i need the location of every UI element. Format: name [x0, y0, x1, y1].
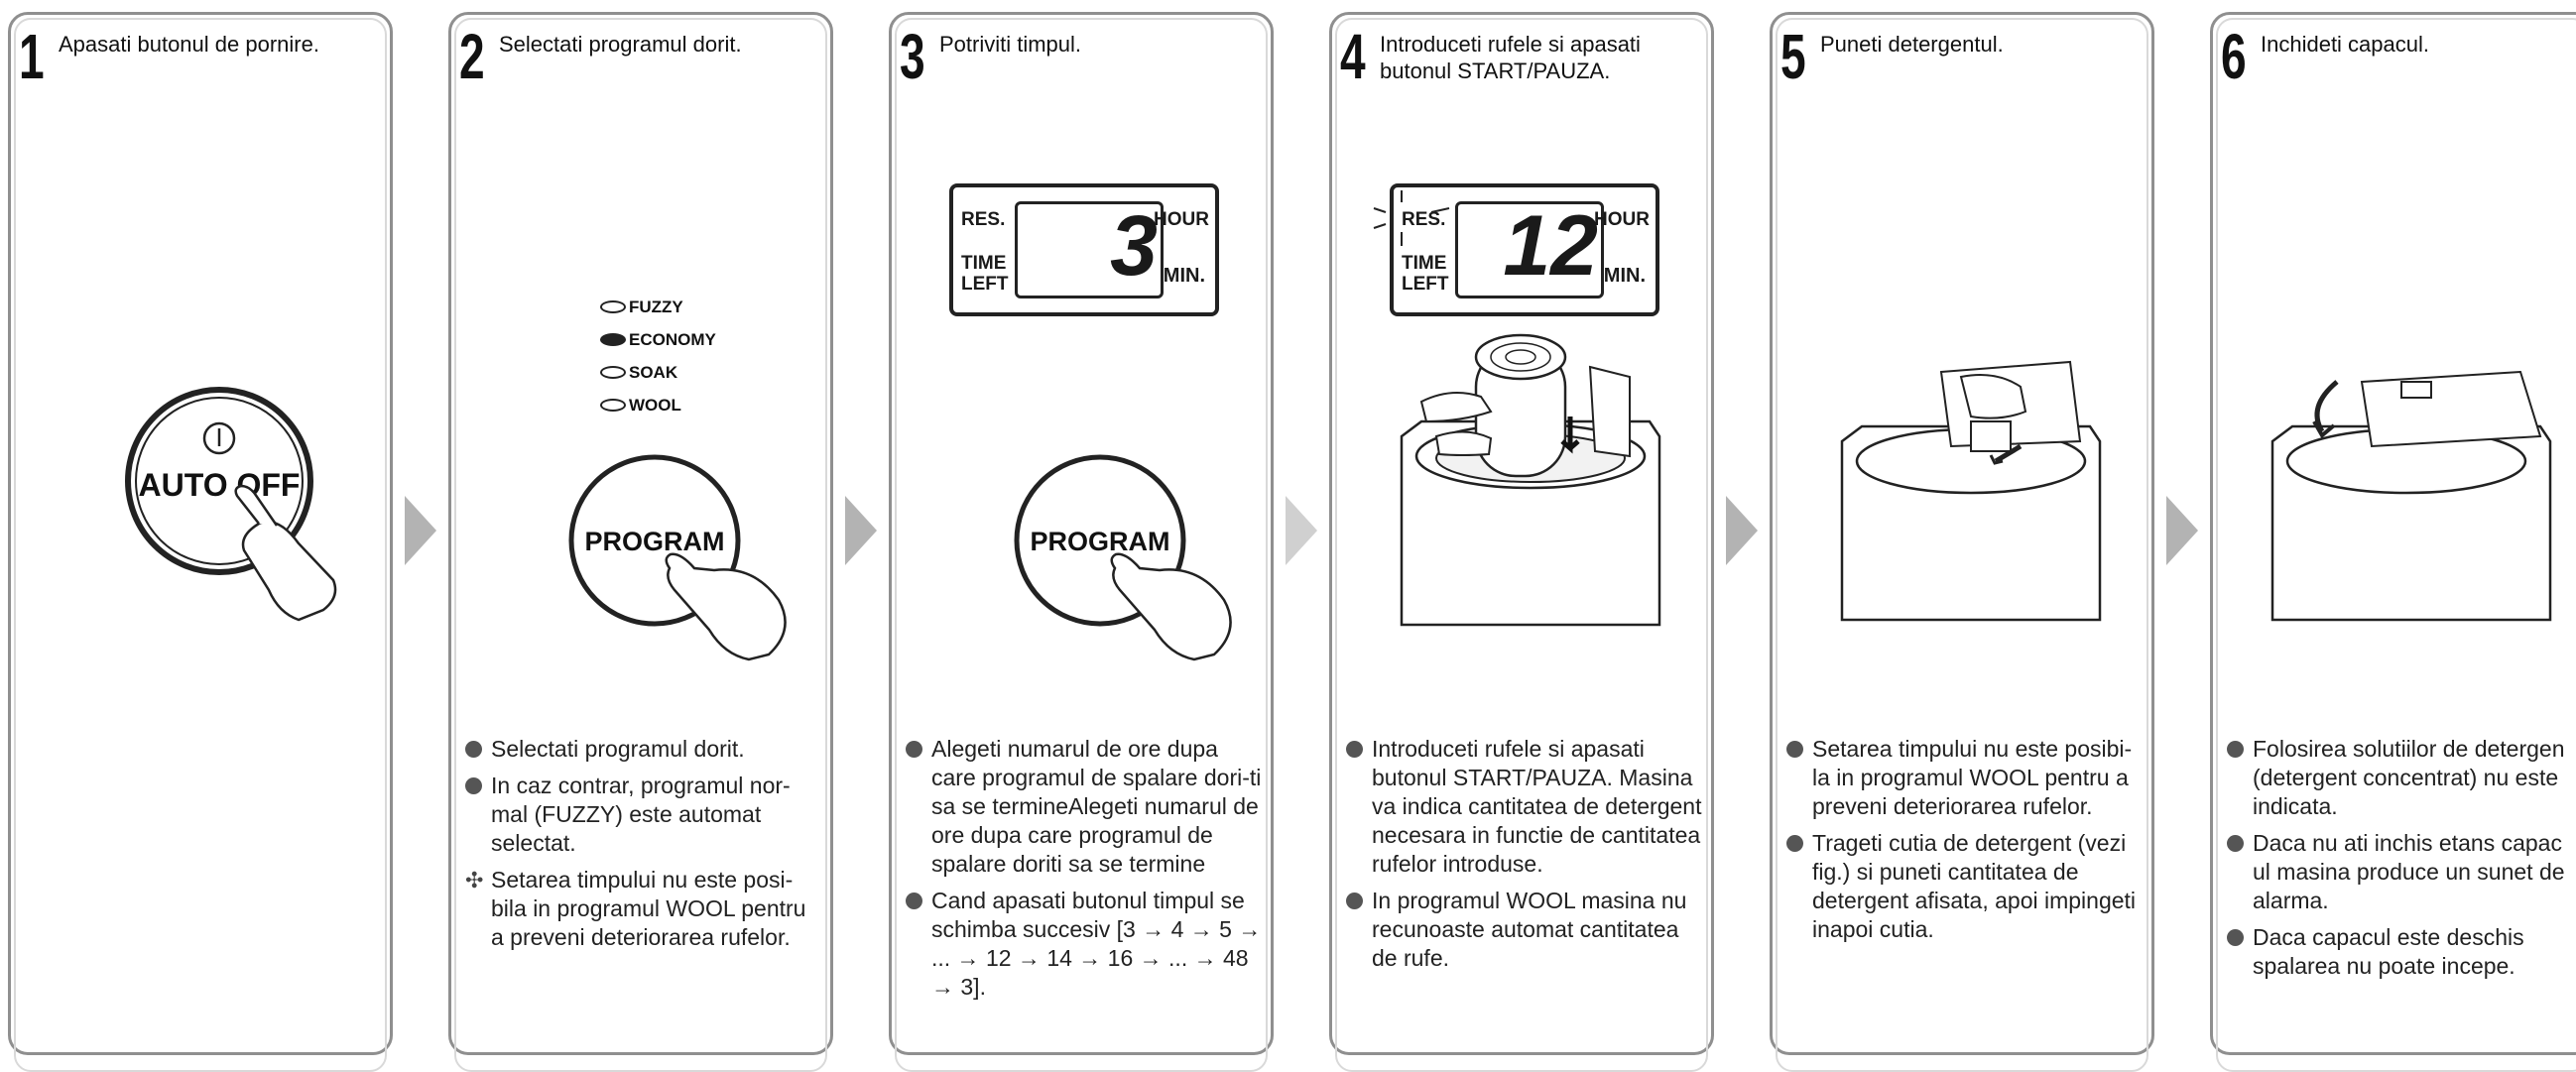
- next-step-arrow-icon: [845, 496, 877, 565]
- washing-machine-lid-illustration: [2270, 370, 2552, 622]
- svg-text:PROGRAM: PROGRAM: [585, 527, 725, 556]
- program-list: FUZZY ECONOMY SOAK WOOL: [600, 291, 716, 421]
- note-item: Daca capacul este deschis spalarea nu po…: [2227, 923, 2576, 981]
- step-panel-5: 5 Puneti detergentul. Setarea timpului n…: [1770, 12, 2154, 1072]
- note-item: Alegeti numarul de ore dupa care program…: [906, 735, 1265, 879]
- step-number: 4: [1340, 21, 1366, 92]
- step-panel-2: 2 Selectati programul dorit. FUZZY ECONO…: [448, 12, 833, 1072]
- step-number: 3: [900, 21, 925, 92]
- next-step-arrow-icon: [405, 496, 436, 565]
- step-title: Apasati butonul de pornire.: [59, 32, 319, 57]
- notes-list: Introduceti rufele si apasati butonul ST…: [1346, 735, 1705, 981]
- step-panel-1: 1 Apasati butonul de pornire. AUTO OFF: [8, 12, 393, 1072]
- note-item: Daca nu ati inchis etans capac ul masina…: [2227, 829, 2576, 915]
- program-option-wool: WOOL: [600, 389, 716, 421]
- note-item: ✣Setarea timpului nu este posi-bila in p…: [465, 867, 806, 950]
- note-item: Selectati programul dorit.: [465, 735, 824, 764]
- step-number: 1: [19, 21, 45, 92]
- time-display: RES. TIME LEFT 3 HOUR MIN.: [949, 183, 1219, 316]
- notes-list: Alegeti numarul de ore dupa care program…: [906, 735, 1265, 1010]
- step-panel-4: 4 Introduceti rufele si apasati butonul …: [1329, 12, 1714, 1072]
- step-panel-3: 3 Potriviti timpul. RES. TIME LEFT 3 HOU…: [889, 12, 1274, 1072]
- next-step-arrow-icon: [1726, 496, 1758, 565]
- step-title: Selectati programul dorit.: [499, 32, 742, 57]
- program-option-economy: ECONOMY: [600, 323, 716, 356]
- time-value: 3: [1110, 198, 1158, 294]
- step-title: Introduceti rufele si apasati butonul ST…: [1380, 32, 1641, 83]
- step-number: 2: [459, 21, 485, 92]
- note-item: Setarea timpului nu este posibi-la in pr…: [1786, 735, 2146, 821]
- next-step-arrow-icon: [2166, 496, 2198, 565]
- program-button-illustration: PROGRAM: [1014, 454, 1232, 661]
- power-button-illustration: AUTO OFF: [125, 387, 337, 622]
- notes-list: Setarea timpului nu este posibi-la in pr…: [1786, 735, 2146, 952]
- note-item: Cand apasati butonul timpul se schimba s…: [906, 887, 1265, 1002]
- time-value: 12: [1503, 198, 1598, 294]
- step-number: 6: [2221, 21, 2247, 92]
- program-option-fuzzy: FUZZY: [600, 291, 716, 323]
- indicator-icon: [600, 300, 626, 313]
- indicator-icon: [600, 399, 626, 412]
- step-number: 5: [1780, 21, 1806, 92]
- time-display: RES. TIME LEFT 12 HOUR MIN.: [1390, 183, 1659, 316]
- indicator-icon: [600, 333, 626, 346]
- note-item: Introduceti rufele si apasati butonul ST…: [1346, 735, 1705, 879]
- notes-list: Folosirea solutiilor de detergen (deterg…: [2227, 735, 2576, 989]
- washing-machine-loading-illustration: [1400, 333, 1661, 627]
- note-item: In caz contrar, programul nor-mal (FUZZY…: [465, 772, 824, 858]
- washing-machine-detergent-illustration: [1840, 360, 2102, 622]
- step-panel-6: 6 Inchideti capacul. Folosirea solutiilo…: [2210, 12, 2576, 1072]
- blink-indicator-icon: [1373, 190, 1450, 246]
- program-option-soak: SOAK: [600, 356, 716, 389]
- indicator-icon: [600, 366, 626, 379]
- next-step-arrow-icon: [1286, 496, 1317, 565]
- step-title: Puneti detergentul.: [1820, 32, 2004, 57]
- auto-off-label: AUTO OFF: [139, 467, 301, 503]
- step-title: Potriviti timpul.: [939, 32, 1082, 57]
- notes-list: Selectati programul dorit. In caz contra…: [465, 735, 824, 960]
- note-item: Trageti cutia de detergent (vezi fig.) s…: [1786, 829, 2146, 944]
- program-button-illustration: PROGRAM: [568, 454, 787, 661]
- svg-text:PROGRAM: PROGRAM: [1031, 527, 1170, 556]
- note-item: In programul WOOL masina nu recunoaste a…: [1346, 887, 1705, 973]
- note-item: Folosirea solutiilor de detergen (deterg…: [2227, 735, 2576, 821]
- step-title: Inchideti capacul.: [2261, 32, 2429, 57]
